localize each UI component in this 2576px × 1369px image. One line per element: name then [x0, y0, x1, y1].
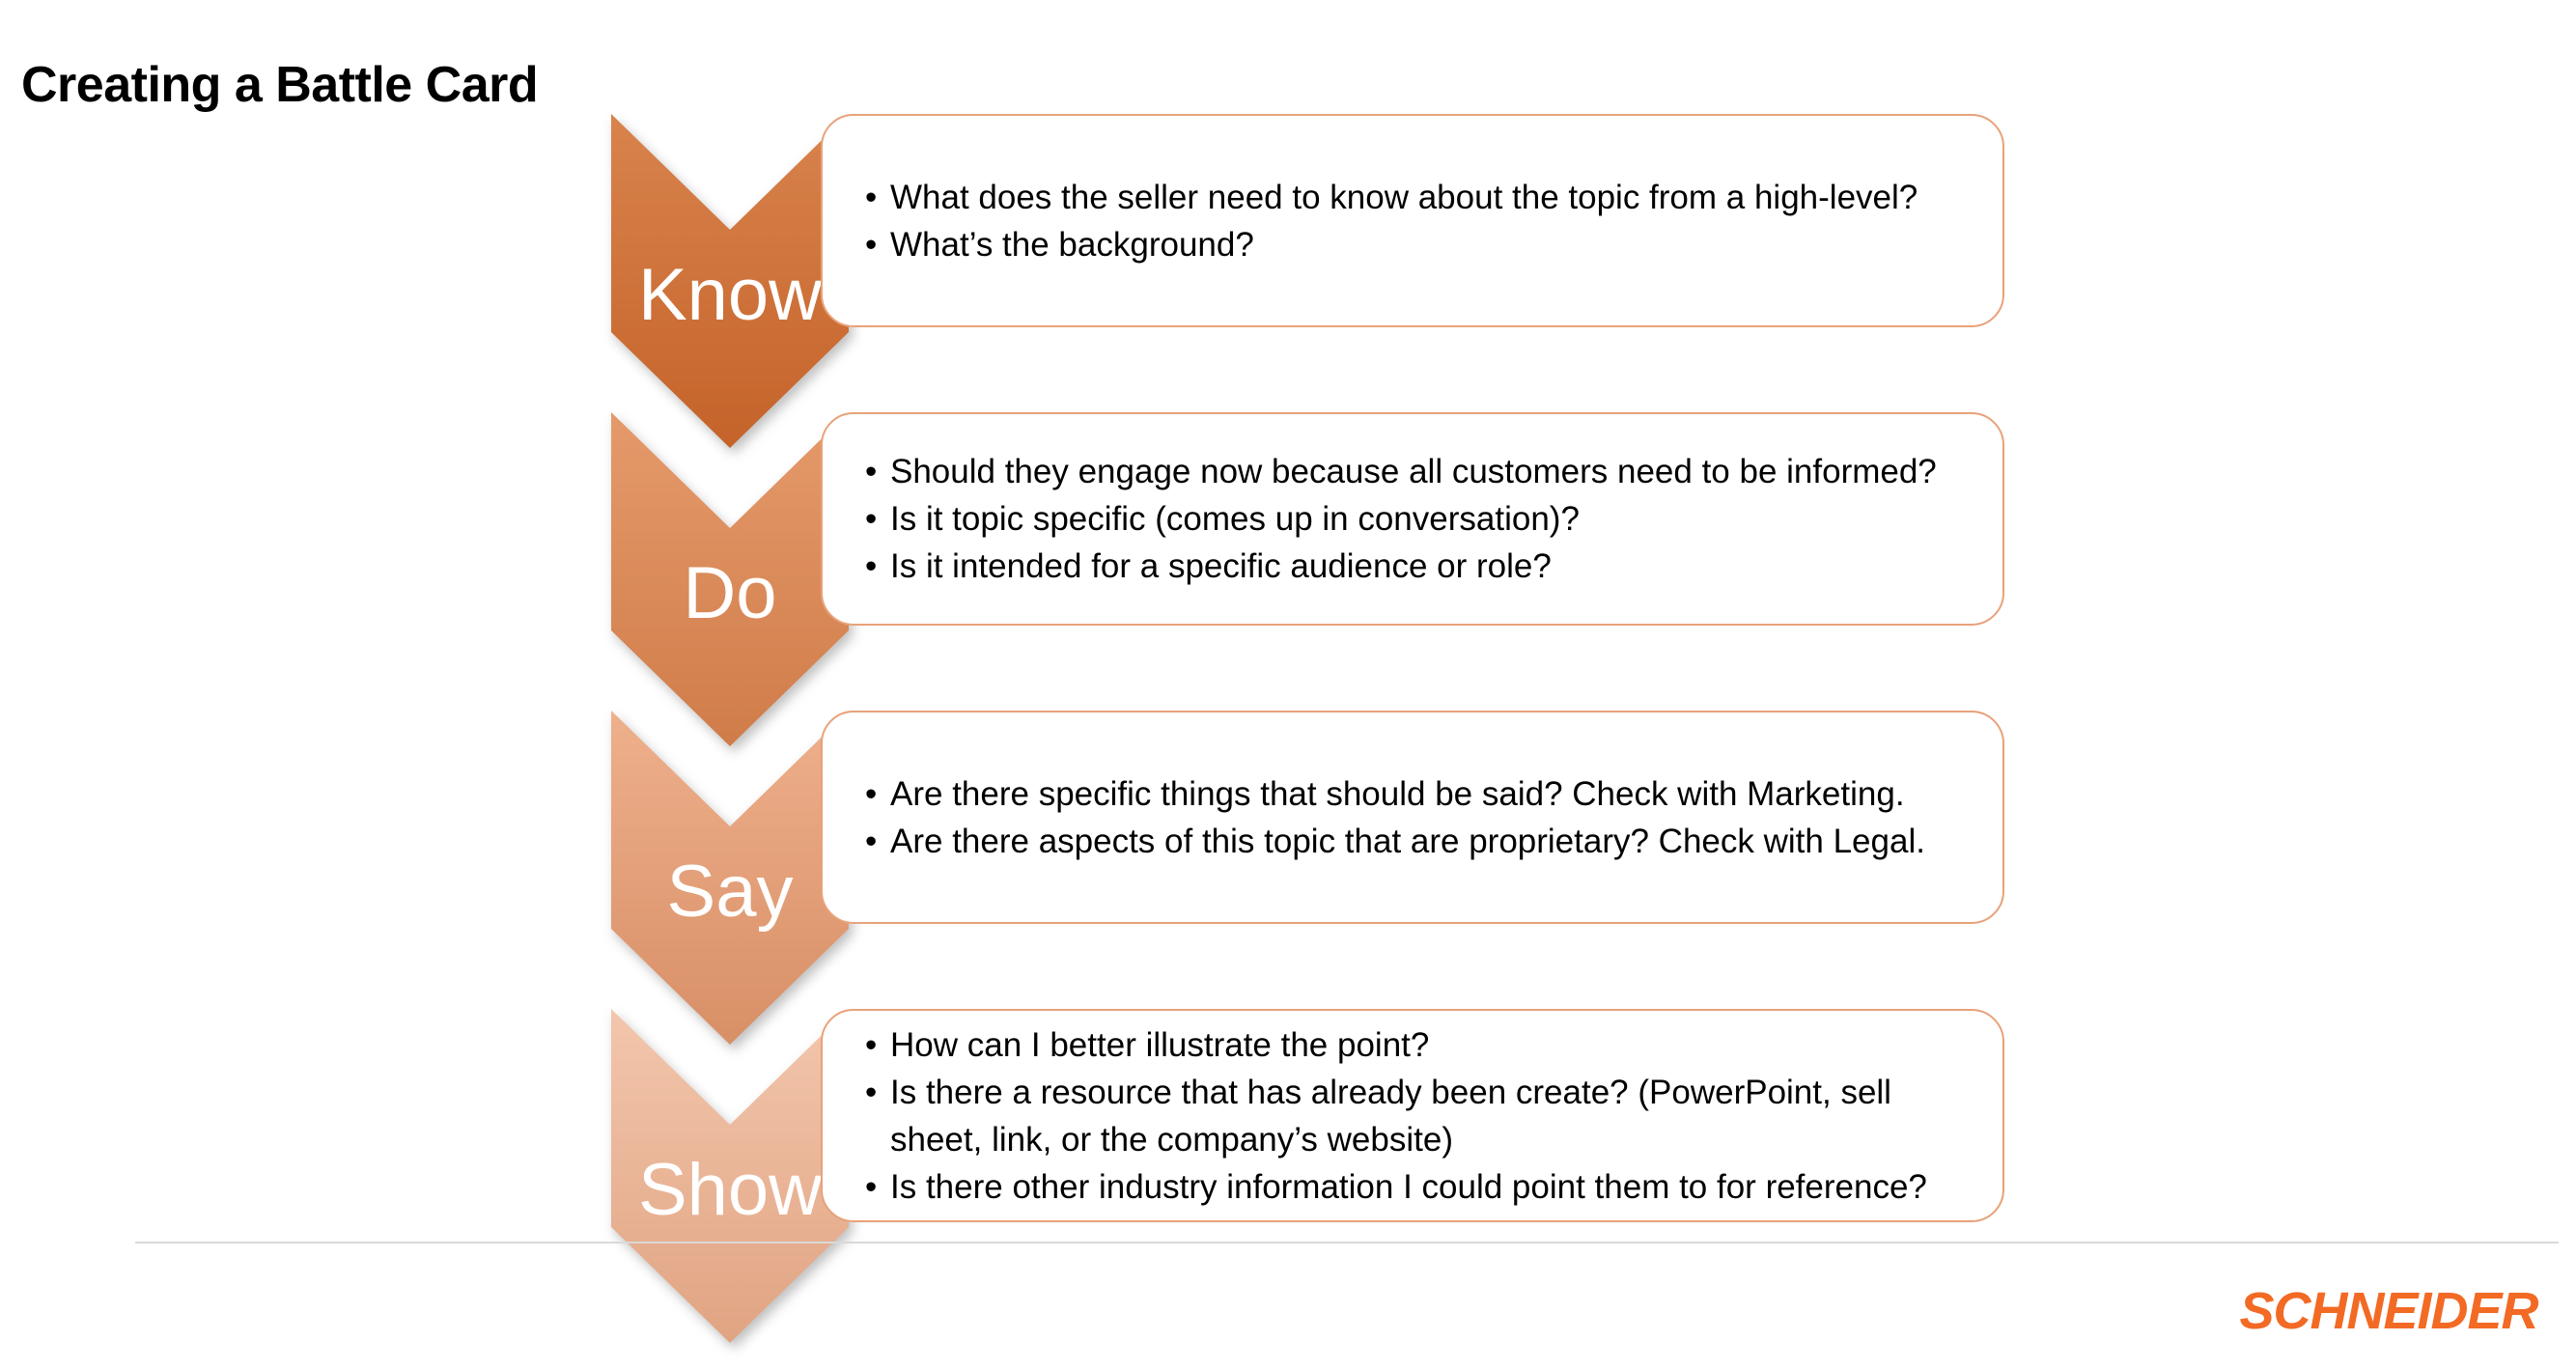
bullet-item: Is it intended for a specific audience o…: [865, 543, 1974, 590]
company-logo: SCHNEIDER: [2219, 1272, 2559, 1350]
page-title: Creating a Battle Card: [21, 57, 539, 113]
chevron-shape: [611, 1009, 849, 1343]
step-card-do: Should they engage now because all custo…: [821, 412, 2004, 626]
chevron-step-say: Say: [611, 711, 849, 1046]
bullet-item: What’s the background?: [865, 221, 1974, 268]
chevron-shape: [611, 412, 849, 746]
bullet-list: Should they engage now because all custo…: [865, 448, 1974, 590]
bullet-item: Is there a resource that has already bee…: [865, 1069, 1974, 1163]
bullet-list: How can I better illustrate the point? I…: [865, 1021, 1974, 1211]
bullet-item: Are there aspects of this topic that are…: [865, 818, 1974, 865]
bullet-item: Is there other industry information I co…: [865, 1163, 1974, 1211]
bullet-item: How can I better illustrate the point?: [865, 1021, 1974, 1069]
bullet-item: Are there specific things that should be…: [865, 770, 1974, 818]
chevron-step-show: Show: [611, 1009, 849, 1344]
step-label: Say: [666, 850, 794, 933]
footer-divider: [135, 1242, 2559, 1243]
step-label: Show: [637, 1148, 823, 1231]
chevron-step-do: Do: [611, 412, 849, 747]
step-card-say: Are there specific things that should be…: [821, 711, 2004, 924]
bullet-item: Is it topic specific (comes up in conver…: [865, 495, 1974, 543]
bullet-list: What does the seller need to know about …: [865, 174, 1974, 268]
logo-text: SCHNEIDER: [2239, 1282, 2538, 1340]
step-label: Do: [683, 551, 777, 634]
step-card-know: What does the seller need to know about …: [821, 114, 2004, 327]
chevron-shape: [611, 114, 849, 448]
bullet-list: Are there specific things that should be…: [865, 770, 1974, 865]
step-label: Know: [637, 253, 823, 336]
chevron-step-know: Know: [611, 114, 849, 449]
bullet-item: What does the seller need to know about …: [865, 174, 1974, 221]
step-card-show: How can I better illustrate the point? I…: [821, 1009, 2004, 1222]
chevron-shape: [611, 711, 849, 1045]
bullet-item: Should they engage now because all custo…: [865, 448, 1974, 495]
